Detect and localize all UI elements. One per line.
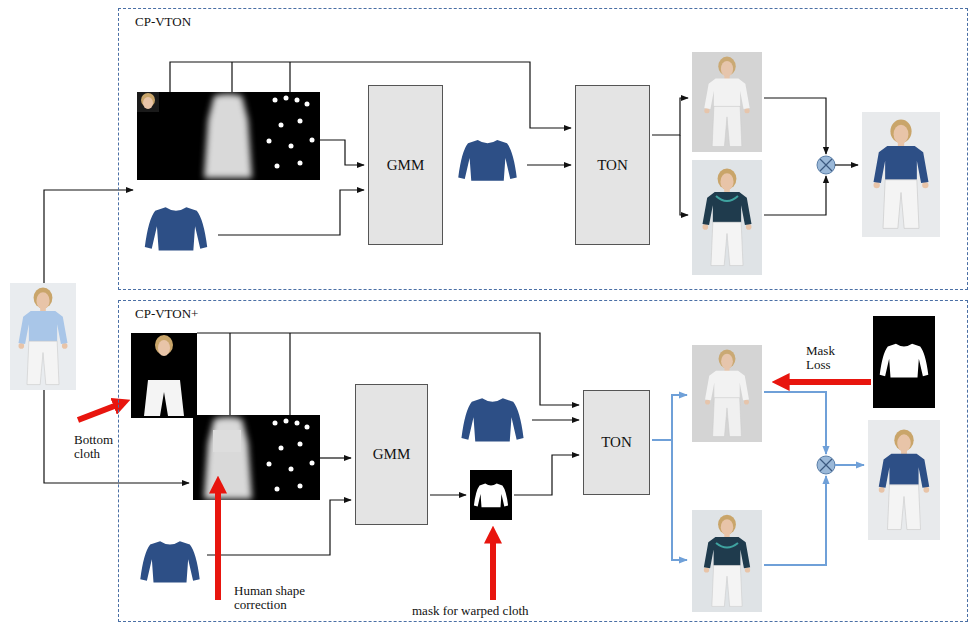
callout-label: Human shape correction bbox=[234, 584, 344, 612]
module-box: GMM bbox=[368, 85, 443, 245]
callout-label: Bottom cloth bbox=[74, 433, 130, 461]
module-box: TON bbox=[583, 390, 650, 495]
dashed-region: CP-VTON+ GMM TON bbox=[118, 300, 968, 622]
module-label: GMM bbox=[383, 157, 429, 174]
module-label: TON bbox=[593, 157, 632, 174]
region-title: CP-VTON bbox=[135, 14, 191, 30]
dashed-region: CP-VTON GMM TON bbox=[118, 8, 968, 290]
region-title: CP-VTON+ bbox=[135, 306, 198, 322]
module-box: TON bbox=[575, 85, 650, 245]
module-label: TON bbox=[597, 434, 636, 451]
callout-label: mask for warped cloth bbox=[412, 604, 529, 618]
callout-label: Mask Loss bbox=[806, 344, 848, 372]
module-label: GMM bbox=[369, 446, 415, 463]
module-box: GMM bbox=[355, 384, 428, 525]
